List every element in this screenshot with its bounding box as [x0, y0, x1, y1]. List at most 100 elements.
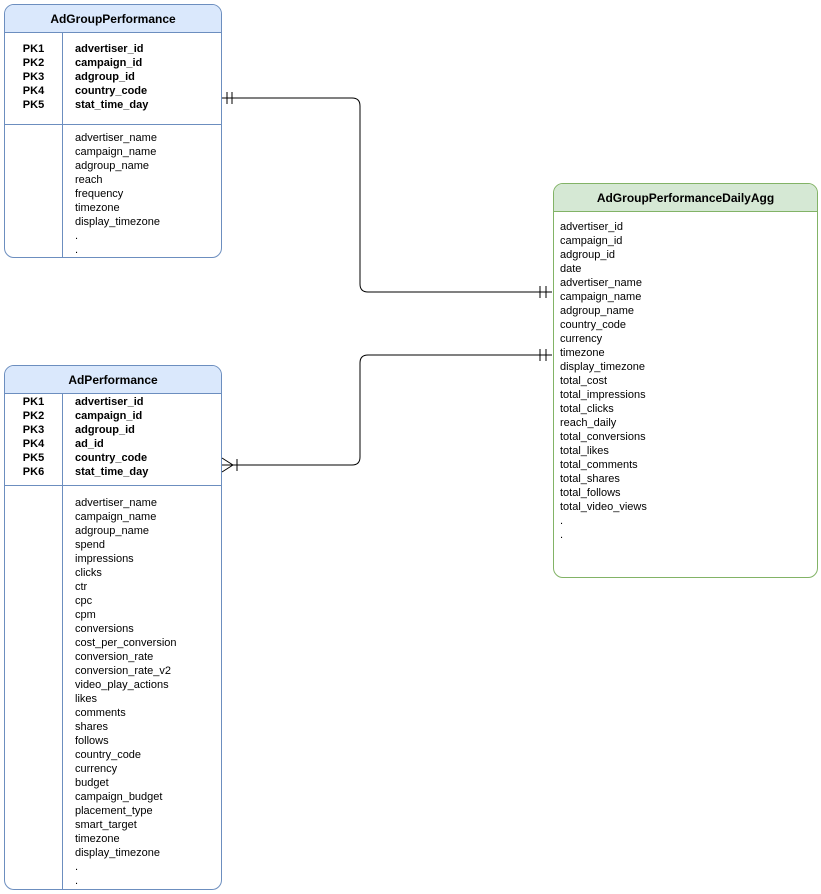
attributes-section: advertiser_name campaign_name adgroup_name…	[5, 125, 221, 257]
field-column: advertiser_name campaign_name adgroup_name…	[63, 486, 221, 889]
field-name: .	[75, 244, 79, 256]
field-name: timezone	[75, 202, 120, 214]
field-name: ctr	[75, 581, 88, 593]
field-name: placement_type	[75, 805, 153, 817]
field-name: total_shares	[560, 473, 620, 485]
field-name: display_timezone	[75, 847, 160, 859]
cardinality-one-marker	[539, 349, 547, 361]
field-name: advertiser_name	[75, 497, 157, 509]
table-title: AdGroupPerformance	[5, 5, 221, 33]
pk-field-name: advertiser_id	[75, 43, 144, 55]
field-name: total_conversions	[560, 431, 646, 443]
pk-label: PK1	[22, 43, 45, 55]
pk-field-name: country_code	[75, 85, 148, 97]
field-name: shares	[75, 721, 109, 733]
table-title: AdGroupPerformanceDailyAgg	[554, 184, 817, 212]
field-column: advertiser_name campaign_name adgroup_name…	[63, 125, 221, 257]
section-divider	[5, 124, 221, 125]
field-name: comments	[75, 707, 126, 719]
field-name: campaign_name	[560, 291, 642, 303]
field-name: .	[75, 230, 79, 242]
field-name: date	[560, 263, 582, 275]
field-name: .	[75, 875, 79, 887]
field-name: timezone	[75, 833, 120, 845]
field-name: total_impressions	[560, 389, 646, 401]
table-title-text: AdPerformance	[68, 372, 158, 387]
field-name: campaign_budget	[75, 791, 163, 803]
pk-field-name: stat_time_day	[75, 99, 149, 111]
relationship-line-adperformance-dailyagg	[221, 349, 552, 473]
field-name: video_play_actions	[75, 679, 169, 691]
field-name: adgroup_name	[560, 305, 635, 317]
pk-field-name: country_code	[75, 452, 148, 464]
pk-field-name: ad_id	[75, 438, 104, 450]
field-name: advertiser_name	[560, 277, 642, 289]
field-name: impressions	[75, 553, 134, 565]
field-name: adgroup_name	[75, 525, 150, 537]
table-title: AdPerformance	[5, 366, 221, 394]
field-name: total_comments	[560, 459, 638, 471]
table-title-text: AdGroupPerformance	[50, 11, 176, 26]
pk-field-name: campaign_id	[75, 410, 143, 422]
field-name: adgroup_name	[75, 160, 150, 172]
field-name: advertiser_name	[75, 132, 157, 144]
field-name: conversions	[75, 623, 134, 635]
field-name: timezone	[560, 347, 605, 359]
pk-label: PK4	[22, 85, 45, 97]
table-title-text: AdGroupPerformanceDailyAgg	[596, 190, 775, 205]
field-name: frequency	[75, 188, 124, 200]
pk-label: PK2	[22, 57, 45, 69]
field-name: campaign_name	[75, 146, 157, 158]
pk-field-name: campaign_id	[75, 57, 143, 69]
field-name: spend	[75, 539, 105, 551]
field-name: conversion_rate	[75, 651, 154, 663]
field-name: reach	[75, 174, 103, 186]
field-name: .	[75, 861, 79, 873]
field-name: total_cost	[560, 375, 608, 387]
relationship-line-adgroupperformance-dailyagg	[222, 92, 552, 298]
field-name: display_timezone	[75, 216, 160, 228]
field-name: budget	[75, 777, 109, 789]
cardinality-one-marker	[539, 286, 547, 298]
field-name: follows	[75, 735, 109, 747]
pk-field-name: adgroup_id	[75, 424, 135, 436]
field-name: likes	[75, 693, 98, 705]
field-name: currency	[75, 763, 118, 775]
field-name: total_follows	[560, 487, 621, 499]
attributes-section: advertiser_name campaign_name adgroup_name…	[5, 486, 221, 889]
entity-table-adgroupperformancedailyagg: AdGroupPerformanceDailyAgg advertiser_id…	[553, 183, 818, 578]
field-name: country_code	[560, 319, 627, 331]
empty-key-column	[5, 486, 63, 889]
pk-label: PK5	[22, 99, 45, 111]
cardinality-one-marker	[226, 92, 233, 104]
pk-label: PK3	[22, 424, 45, 436]
field-name: smart_target	[75, 819, 137, 831]
empty-key-column	[5, 125, 63, 257]
field-name: campaign_name	[75, 511, 157, 523]
field-name: clicks	[75, 567, 102, 579]
field-name: total_likes	[560, 445, 609, 457]
pk-field-name: adgroup_id	[75, 71, 135, 83]
pk-label: PK6	[22, 466, 45, 478]
field-name: adgroup_id	[560, 249, 616, 261]
pk-field-name: advertiser_id	[75, 396, 144, 408]
field-name: advertiser_id	[560, 221, 623, 233]
pk-label: PK5	[22, 452, 45, 464]
pk-field-name: stat_time_day	[75, 466, 149, 478]
field-name: conversion_rate_v2	[75, 665, 172, 677]
field-name: campaign_id	[560, 235, 623, 247]
field-name: reach_daily	[560, 417, 617, 429]
field-name: cost_per_conversion	[75, 637, 177, 649]
pk-label: PK1	[22, 396, 45, 408]
